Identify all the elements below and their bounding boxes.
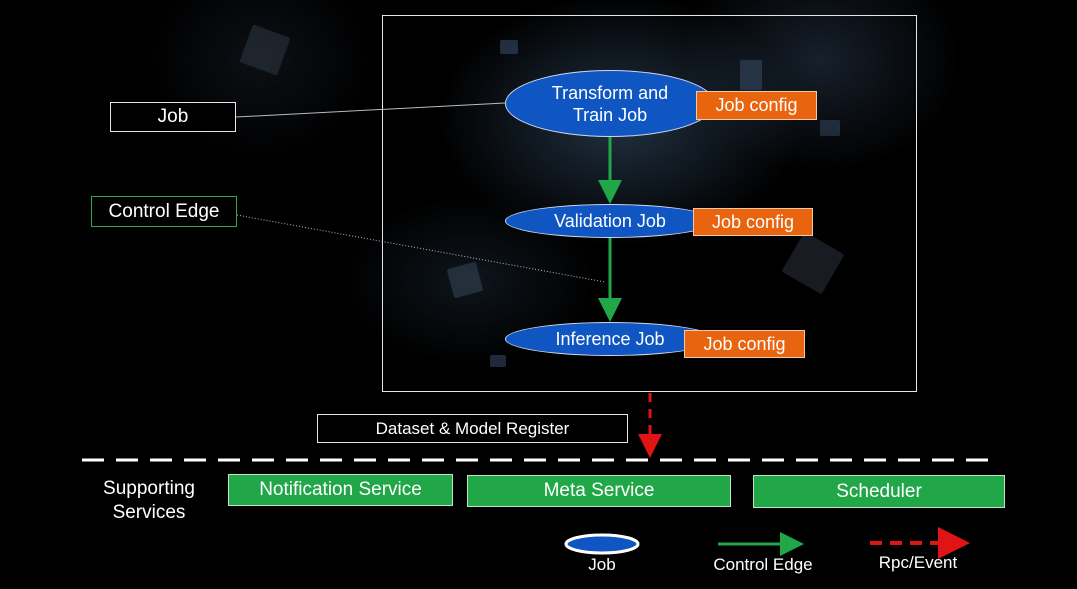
service-label: Meta Service: [543, 480, 655, 501]
job-node-label: Validation Job: [554, 211, 666, 231]
legend-rpc-event-label: Rpc/Event: [878, 553, 958, 572]
scheduler-service[interactable]: Scheduler: [753, 475, 1005, 508]
job-node-validation[interactable]: Validation Job: [505, 204, 715, 238]
job-config-badge[interactable]: Job config: [693, 208, 813, 236]
job-node-inference[interactable]: Inference Job: [505, 322, 715, 356]
service-label: Scheduler: [836, 480, 922, 502]
job-node-label: Inference Job: [555, 329, 665, 349]
job-callout-line: [235, 102, 506, 118]
background-chip: [820, 120, 840, 136]
job-config-label: Job config: [715, 95, 798, 115]
control-edge-callout: Control Edge: [91, 196, 237, 227]
legend-job-icon: [564, 533, 640, 555]
background-chip: [740, 60, 762, 90]
notification-service[interactable]: Notification Service: [228, 474, 453, 506]
service-label: Notification Service: [259, 479, 422, 500]
legend-control-edge-label: Control Edge: [713, 555, 813, 574]
background-chip: [500, 40, 518, 54]
job-config-label: Job config: [703, 333, 786, 354]
dataset-model-register[interactable]: Dataset & Model Register: [317, 414, 628, 443]
legend-job-label: Job: [588, 555, 616, 574]
job-node-label: Transform and Train Job: [551, 82, 669, 125]
workflow-frame: [382, 15, 917, 392]
control-edge-callout-label: Control Edge: [108, 200, 220, 222]
dataset-model-register-label: Dataset & Model Register: [375, 418, 570, 438]
job-config-label: Job config: [711, 211, 795, 232]
job-callout-label: Job: [157, 106, 189, 127]
supporting-services-title: Supporting Services: [103, 478, 195, 523]
meta-service[interactable]: Meta Service: [467, 475, 731, 507]
job-config-badge[interactable]: Job config: [696, 91, 817, 120]
job-config-badge[interactable]: Job config: [684, 330, 805, 358]
job-node-transform-train[interactable]: Transform and Train Job: [505, 70, 715, 137]
job-callout: Job: [110, 102, 236, 132]
background-chip: [490, 355, 506, 367]
